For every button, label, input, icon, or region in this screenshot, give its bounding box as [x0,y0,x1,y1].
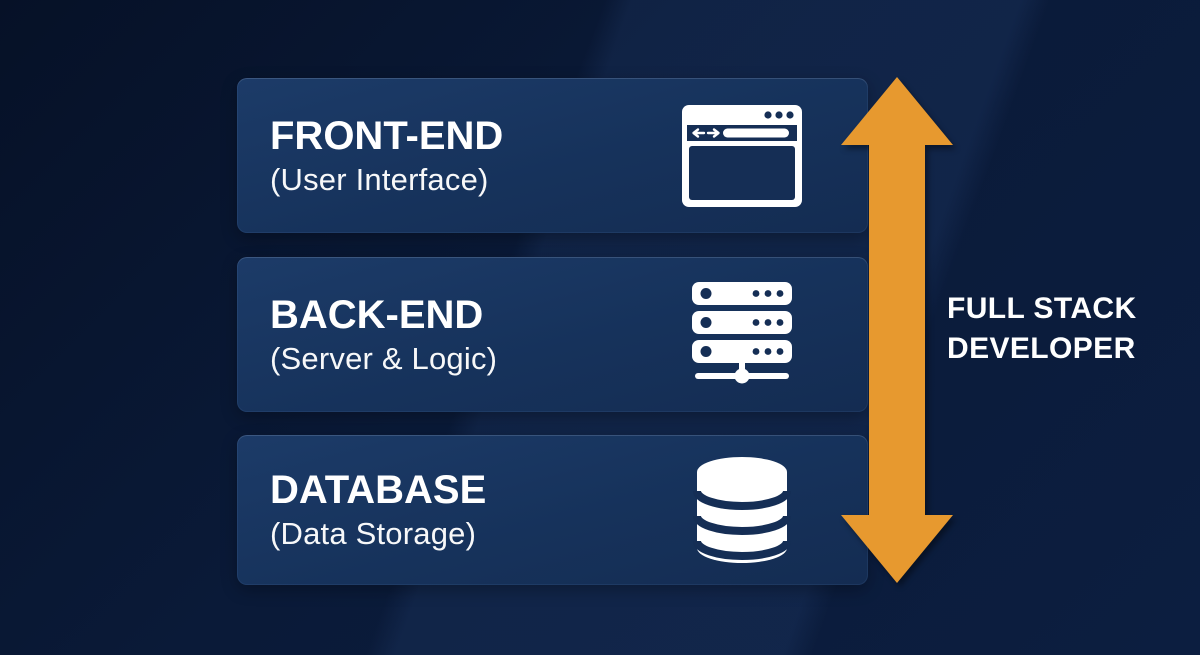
full-stack-label-line2: DEVELOPER [947,332,1136,365]
layer-subtitle-backend: (Server & Logic) [270,340,498,376]
full-stack-span-arrow-icon [841,77,953,583]
layer-subtitle-frontend: (User Interface) [270,161,489,197]
layer-title-database: DATABASE [270,468,487,513]
full-stack-label-line1: FULL STACK [947,292,1137,325]
layer-subtitle-database: (Data Storage) [270,516,477,552]
layer-text-database: DATABASE (Data Storage) [270,468,486,551]
layer-panel-backend: BACK-END (Server & Logic) [237,257,868,412]
browser-icon [681,104,803,207]
layer-panel-frontend: FRONT-END (User Interface) [237,78,868,233]
server-icon [681,282,803,387]
layer-title-frontend: FRONT-END [270,113,504,158]
layer-text-frontend: FRONT-END (User Interface) [270,114,503,197]
full-stack-label: FULL STACK DEVELOPER [947,289,1137,369]
database-icon [681,455,803,565]
layer-title-backend: BACK-END [270,292,484,337]
layer-text-backend: BACK-END (Server & Logic) [270,293,497,376]
layer-panel-database: DATABASE (Data Storage) [237,435,868,585]
